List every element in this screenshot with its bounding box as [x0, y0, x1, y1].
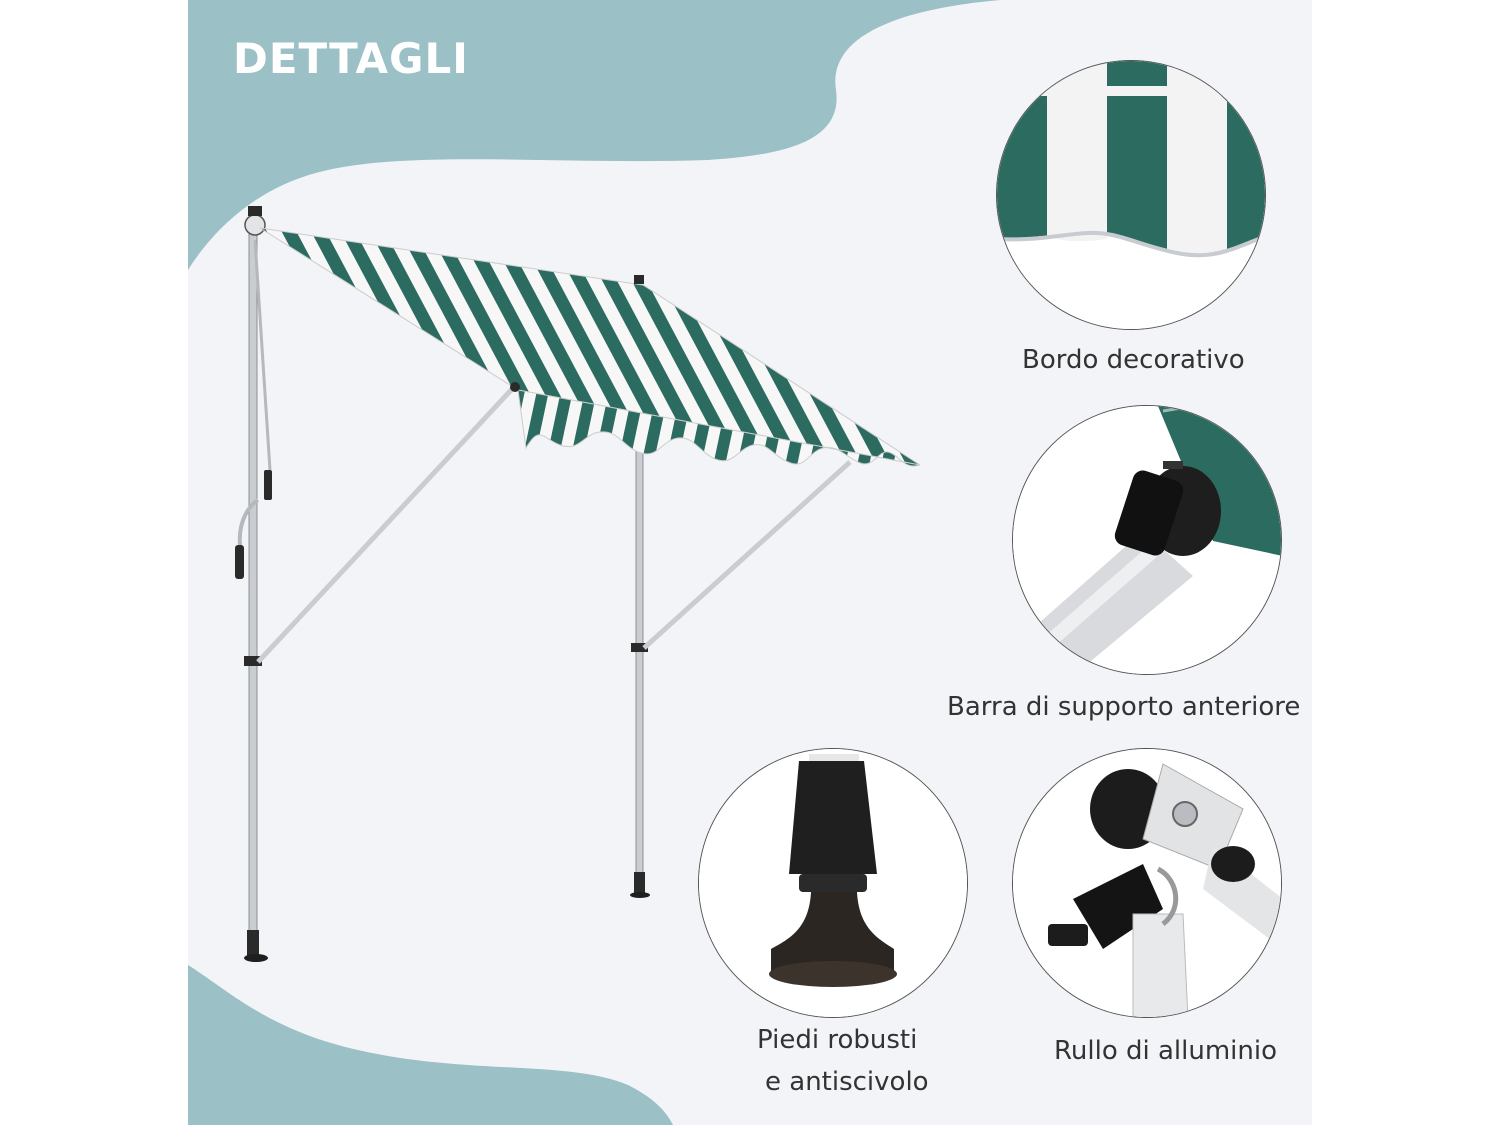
right-foot-pad: [630, 892, 650, 898]
decorative-edge-closeup: [997, 61, 1265, 329]
detail-circle-front-support-bar: [1012, 405, 1282, 675]
background-shapes: [188, 0, 1000, 1125]
left-pole: [248, 224, 258, 956]
bottom-teal-blob: [188, 965, 673, 1125]
right-top-knob: [634, 275, 644, 284]
left-roller-cap: [244, 214, 266, 236]
page-title: DETTAGLI: [233, 34, 469, 83]
caption-front-support-bar: Barra di supporto anteriore: [947, 692, 1301, 722]
crank-handle: [235, 545, 244, 579]
awning-illustration: [235, 206, 921, 962]
top-teal-blob: [188, 0, 1000, 270]
front-support-bar-closeup: [1013, 406, 1281, 674]
aluminium-roller-closeup: [1013, 749, 1281, 1017]
strap: [253, 239, 272, 471]
detail-circle-decorative-edge: [996, 60, 1266, 330]
caption-decorative-edge: Bordo decorativo: [1022, 345, 1245, 375]
canopy-valance: [517, 389, 921, 467]
left-pole-foot: [247, 930, 259, 956]
winder-block: [264, 470, 272, 500]
left-top-knob: [248, 206, 262, 216]
caption-non-slip-foot-line2: e antiscivolo: [765, 1067, 929, 1097]
caption-non-slip-foot-line1: Piedi robusti: [757, 1025, 918, 1055]
caption-aluminium-roller: Rullo di alluminio: [1054, 1036, 1278, 1066]
detail-circle-non-slip-foot: [698, 748, 968, 1018]
crank-arm: [237, 498, 260, 546]
right-pole-clamp: [631, 643, 648, 652]
right-support-arm: [642, 460, 852, 650]
non-slip-foot-closeup: [699, 749, 967, 1017]
left-support-arm: [256, 386, 515, 664]
right-pole: [635, 447, 644, 894]
left-foot-pad: [244, 954, 268, 962]
detail-circle-aluminium-roller: [1012, 748, 1282, 1018]
left-pole-clamp: [244, 656, 262, 666]
front-bar-cap: [510, 382, 520, 392]
right-pole-foot: [634, 872, 645, 894]
